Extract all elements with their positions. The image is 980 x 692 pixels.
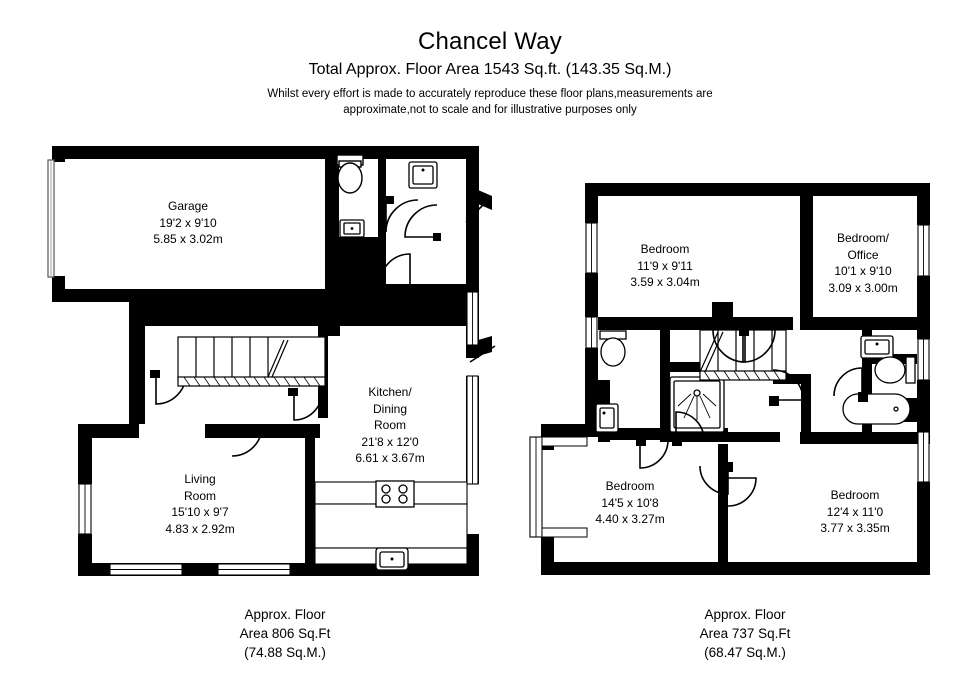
living-name-2: Room — [183, 488, 216, 503]
shower-tray-icon — [669, 376, 725, 433]
ground-floor-door-jambs — [150, 190, 492, 396]
garage-door-opening — [47, 159, 55, 278]
first-footer-line-3: (68.47 Sq.M.) — [704, 645, 786, 660]
room-label-bedroom-3: Bedroom 12'4 x 11'0 3.77 x 3.35m — [790, 487, 920, 537]
kitchen-dim-metric: 6.61 x 3.67m — [355, 451, 425, 465]
room-label-living-room: Living Room 15'10 x 9'7 4.83 x 2.92m — [130, 471, 270, 537]
first-floor-area-footer: Approx. Floor Area 737 Sq.Ft (68.47 Sq.M… — [615, 605, 875, 662]
room-label-bedroom-office: Bedroom/ Office 10'1 x 9'10 3.09 x 3.00m — [798, 230, 928, 296]
ground-footer-line-2: Area 806 Sq.Ft — [239, 626, 331, 641]
bedroom3-dim-imperial: 12'4 x 11'0 — [826, 504, 884, 519]
bedroom1-name: Bedroom — [640, 242, 690, 256]
bedroom2-bay-window — [529, 436, 588, 538]
stair-direction-arrow — [267, 339, 289, 378]
wc-basin-icon — [339, 219, 365, 238]
living-dim-metric: 4.83 x 2.92m — [165, 521, 235, 536]
kitchen-window-upper — [466, 291, 479, 346]
first-footer-line-2: Area 737 Sq.Ft — [699, 626, 791, 641]
bedroom3-window — [917, 431, 930, 483]
room-label-bedroom-1: Bedroom 11'9 x 9'11 3.59 x 3.04m — [600, 241, 730, 291]
ground-footer-line-1: Approx. Floor — [244, 607, 326, 622]
living-room-window-left — [78, 483, 92, 535]
kitchen-name-1: Kitchen/ — [368, 385, 412, 399]
first-footer-line-1: Approx. Floor — [704, 607, 786, 622]
staircase-up — [177, 336, 326, 387]
kitchen-window-lower — [466, 375, 479, 485]
utility-sink-icon — [408, 161, 438, 189]
page-title: Chancel Way — [417, 28, 563, 55]
bedroom1-dim-metric: 3.59 x 3.04m — [630, 275, 700, 289]
bedroom1-window — [585, 222, 598, 274]
disclaimer-text: Whilst every effort is made to accuratel… — [0, 86, 980, 118]
bedroom2-dim-metric: 4.40 x 3.27m — [595, 512, 665, 526]
ensuite-basin-icon — [595, 403, 619, 433]
bathroom-window — [917, 338, 930, 381]
room-label-bedroom-2: Bedroom 14'5 x 10'8 4.40 x 3.27m — [565, 478, 695, 528]
bedroom2-dim-imperial: 14'5 x 10'8 — [601, 495, 659, 510]
ground-floor-area-footer: Approx. Floor Area 806 Sq.Ft (74.88 Sq.M… — [155, 605, 415, 662]
first-floor-door-jambs — [636, 326, 868, 472]
kitchen-name-2: Dining — [372, 401, 408, 416]
garage-name: Garage — [167, 199, 209, 213]
living-room-window-bottom-right — [217, 563, 291, 576]
kitchen-hob-icon — [375, 480, 415, 508]
living-name-1: Living — [184, 472, 216, 486]
kitchen-sink-icon — [375, 547, 409, 571]
total-area-subtitle: Total Approx. Floor Area 1543 Sq.ft. (14… — [308, 61, 672, 78]
bedroom3-dim-metric: 3.77 x 3.35m — [820, 521, 890, 535]
living-dim-imperial: 15'10 x 9'7 — [171, 505, 229, 519]
bedroom-office-window — [917, 224, 930, 277]
bathtub-icon — [842, 393, 911, 425]
room-label-garage: Garage 19'2 x 9'10 5.85 x 3.02m — [118, 198, 258, 248]
kitchen-dim-imperial: 21'8 x 12'0 — [361, 434, 419, 449]
bathroom-basin-icon — [860, 335, 894, 359]
room-label-kitchen-dining: Kitchen/ Dining Room 21'8 x 12'0 6.61 x … — [325, 384, 455, 467]
kitchen-name-3: Room — [373, 418, 406, 432]
disclaimer-line-2: approximate,not to scale and for illustr… — [343, 104, 637, 116]
office-dim-imperial: 10'1 x 9'10 — [834, 264, 892, 278]
bedroom1-dim-imperial: 11'9 x 9'11 — [637, 258, 693, 273]
bedroom2-name: Bedroom — [605, 479, 655, 493]
garage-dim-metric: 5.85 x 3.02m — [153, 232, 223, 246]
garage-dim-imperial: 19'2 x 9'10 — [159, 215, 217, 230]
ensuite-toilet-icon — [599, 330, 627, 367]
stair-direction-arrow-first — [699, 331, 724, 373]
office-name-2: Office — [847, 247, 879, 262]
bedroom3-name: Bedroom — [830, 488, 880, 502]
living-room-window-bottom-left — [109, 563, 183, 576]
wc-toilet-icon — [336, 154, 364, 194]
office-name-1: Bedroom/ — [836, 231, 890, 245]
office-dim-metric: 3.09 x 3.00m — [828, 280, 898, 295]
first-floor-doors — [639, 329, 863, 507]
landing-window — [585, 316, 598, 349]
ground-footer-line-3: (74.88 Sq.M.) — [244, 645, 326, 660]
bathroom-toilet-icon — [874, 356, 916, 384]
disclaimer-line-1: Whilst every effort is made to accuratel… — [267, 88, 713, 100]
